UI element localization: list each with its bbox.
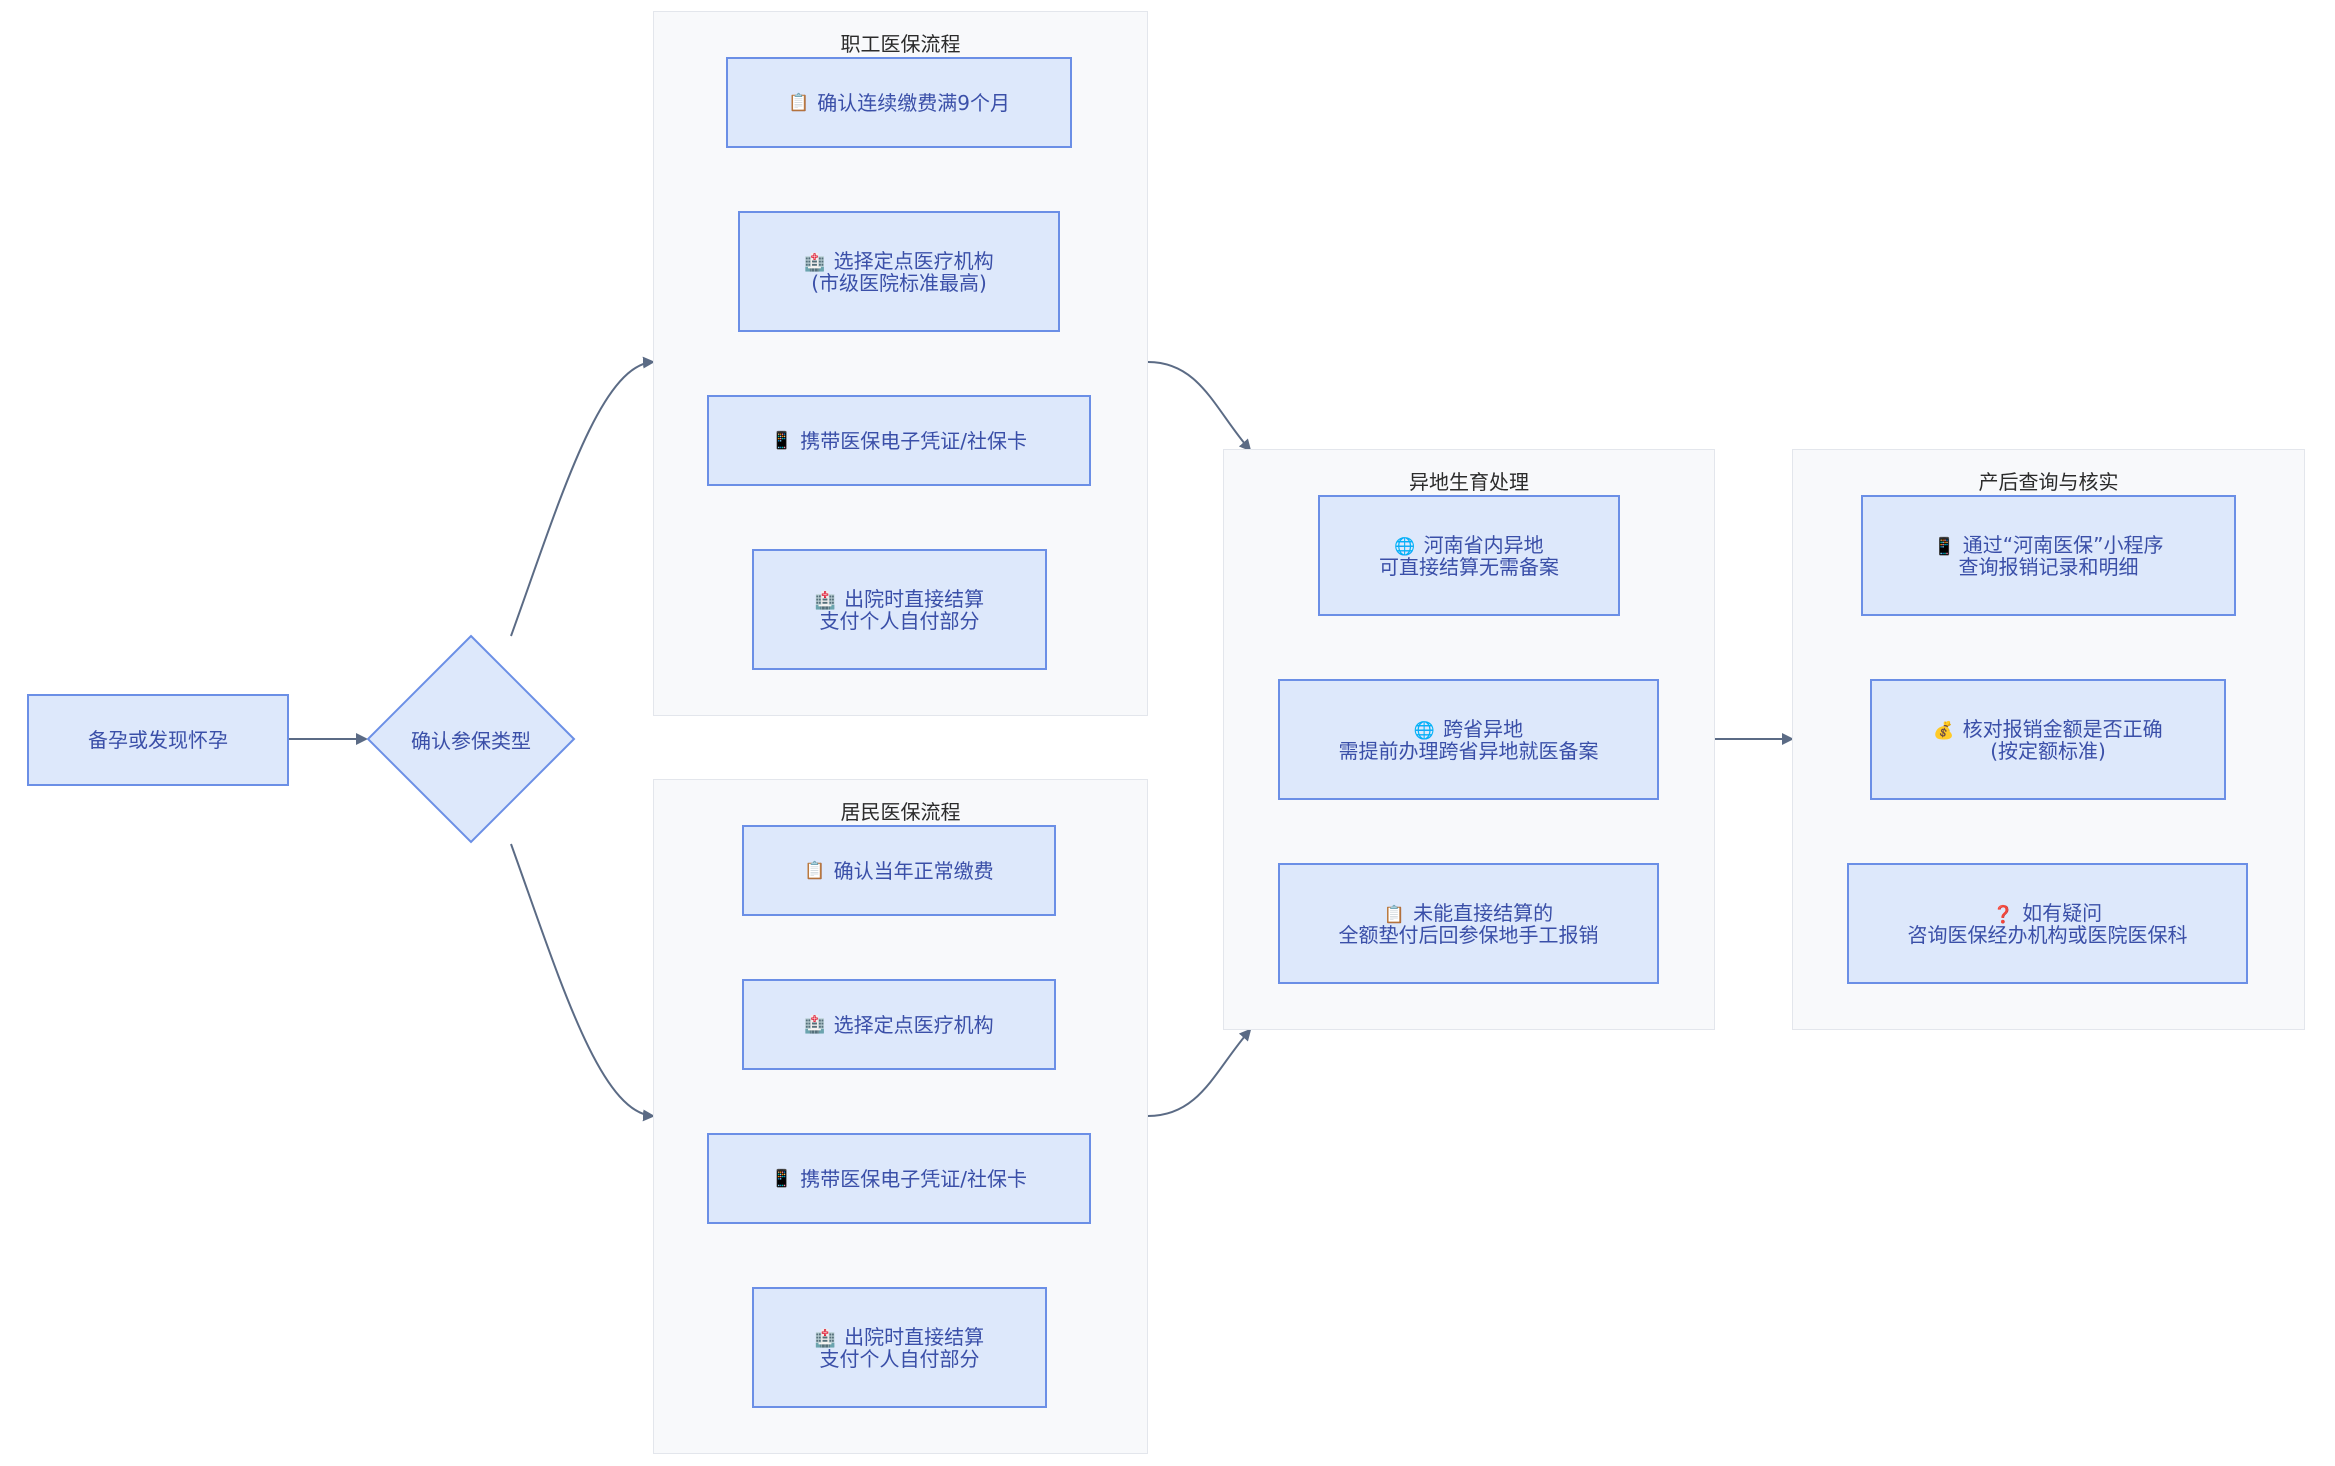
postpartum-step-2-line1: 核对报销金额是否正确 <box>1962 716 2163 741</box>
postpartum-step-3-line2: 咨询医保经办机构或医院医保科 <box>1907 922 2188 947</box>
employee-step-2: 🏥 选择定点医疗机构 (市级医院标准最高) <box>738 211 1060 332</box>
question-mark-icon: ❓ <box>1992 904 2015 925</box>
hospital-icon: 🏥 <box>804 252 826 273</box>
clipboard-icon: 📋 <box>804 860 826 881</box>
edge-decision-to-employee <box>510 356 655 637</box>
remote-step-3-line1-wrap: 📋 未能直接结算的 <box>1384 903 1553 925</box>
employee-cluster-title: 职工医保流程 <box>840 32 961 56</box>
remote-step-3: 📋 未能直接结算的 全额垫付后回参保地手工报销 <box>1278 863 1659 984</box>
resident-step-3-line1: 携带医保电子凭证/社保卡 <box>800 1166 1027 1191</box>
remote-step-2-line1: 跨省异地 <box>1443 716 1524 741</box>
remote-step-3-line1: 未能直接结算的 <box>1413 900 1554 925</box>
employee-step-4: 🏥 出院时直接结算 支付个人自付部分 <box>752 549 1047 670</box>
remote-step-1-line1: 河南省内异地 <box>1423 532 1544 557</box>
mobile-phone-icon: 📱 <box>1933 536 1955 557</box>
resident-step-1: 📋 确认当年正常缴费 <box>742 825 1056 916</box>
postpartum-step-1: 📱 通过“河南医保”小程序 查询报销记录和明细 <box>1861 495 2236 616</box>
postpartum-step-2-line1-wrap: 💰 核对报销金额是否正确 <box>1933 719 2162 741</box>
globe-icon: 🌐 <box>1413 720 1436 741</box>
employee-step-1: 📋 确认连续缴费满9个月 <box>726 57 1072 148</box>
postpartum-step-3-line1-wrap: ❓ 如有疑问 <box>1993 903 2102 925</box>
resident-step-4-line1: 出院时直接结算 <box>844 1324 985 1349</box>
postpartum-step-1-line2: 查询报销记录和明细 <box>1958 554 2139 579</box>
decision-label: 确认参保类型 <box>411 728 531 753</box>
hospital-icon: 🏥 <box>814 1328 837 1349</box>
employee-step-2-line2: (市级医院标准最高) <box>811 270 987 295</box>
decision-diamond-shape <box>366 634 576 844</box>
resident-step-1-line1: 确认当年正常缴费 <box>833 858 994 883</box>
hospital-icon: 🏥 <box>804 1014 826 1035</box>
employee-step-4-line2: 支付个人自付部分 <box>819 608 980 633</box>
edge-decision-to-resident <box>510 843 655 1122</box>
globe-icon: 🌐 <box>1394 536 1416 557</box>
decision-node: 确认参保类型 <box>366 634 576 844</box>
resident-step-4-line2: 支付个人自付部分 <box>819 1346 980 1371</box>
remote-step-2-line1-wrap: 🌐 跨省异地 <box>1414 719 1523 741</box>
remote-step-3-line2: 全额垫付后回参保地手工报销 <box>1338 922 1599 947</box>
postpartum-step-1-line1: 通过“河南医保”小程序 <box>1962 532 2164 557</box>
start-node: 备孕或发现怀孕 <box>27 694 289 786</box>
employee-step-2-line1: 选择定点医疗机构 <box>833 248 994 273</box>
remote-step-2: 🌐 跨省异地 需提前办理跨省异地就医备案 <box>1278 679 1659 800</box>
employee-step-3: 📱 携带医保电子凭证/社保卡 <box>707 395 1091 486</box>
postpartum-step-2: 💰 核对报销金额是否正确 (按定额标准) <box>1870 679 2226 800</box>
edge-employee-to-remote <box>1147 361 1252 452</box>
mobile-phone-icon: 📱 <box>771 1168 793 1189</box>
postpartum-step-3: ❓ 如有疑问 咨询医保经办机构或医院医保科 <box>1847 863 2248 984</box>
resident-step-3: 📱 携带医保电子凭证/社保卡 <box>707 1133 1091 1224</box>
employee-step-1-line1: 确认连续缴费满9个月 <box>817 90 1010 115</box>
hospital-icon: 🏥 <box>814 590 837 611</box>
employee-step-2-line1-wrap: 🏥 选择定点医疗机构 <box>804 251 993 273</box>
resident-step-4: 🏥 出院时直接结算 支付个人自付部分 <box>752 1287 1047 1408</box>
postpartum-step-3-line1: 如有疑问 <box>2022 900 2103 925</box>
postpartum-cluster-title: 产后查询与核实 <box>1978 470 2119 494</box>
remote-step-2-line2: 需提前办理跨省异地就医备案 <box>1338 738 1599 763</box>
clipboard-icon: 📋 <box>1383 904 1406 925</box>
mobile-phone-icon: 📱 <box>771 430 793 451</box>
money-bag-icon: 💰 <box>1933 720 1955 741</box>
remote-cluster-title: 异地生育处理 <box>1409 470 1529 494</box>
employee-step-4-line1-wrap: 🏥 出院时直接结算 <box>815 589 984 611</box>
resident-cluster-title: 居民医保流程 <box>840 800 961 824</box>
employee-step-4-line1: 出院时直接结算 <box>844 586 985 611</box>
employee-step-3-line1: 携带医保电子凭证/社保卡 <box>800 428 1027 453</box>
resident-step-2-line1: 选择定点医疗机构 <box>833 1012 994 1037</box>
remote-step-1: 🌐 河南省内异地 可直接结算无需备案 <box>1318 495 1620 616</box>
remote-step-1-line2: 可直接结算无需备案 <box>1379 554 1559 579</box>
clipboard-icon: 📋 <box>788 92 810 113</box>
remote-step-1-line1-wrap: 🌐 河南省内异地 <box>1394 535 1543 557</box>
resident-step-4-line1-wrap: 🏥 出院时直接结算 <box>815 1327 984 1349</box>
resident-step-2: 🏥 选择定点医疗机构 <box>742 979 1056 1070</box>
postpartum-step-2-line2: (按定额标准) <box>1990 738 2106 763</box>
postpartum-step-1-line1-wrap: 📱 通过“河南医保”小程序 <box>1934 535 2164 557</box>
start-label: 备孕或发现怀孕 <box>88 728 228 752</box>
edge-resident-to-remote <box>1147 1028 1252 1117</box>
